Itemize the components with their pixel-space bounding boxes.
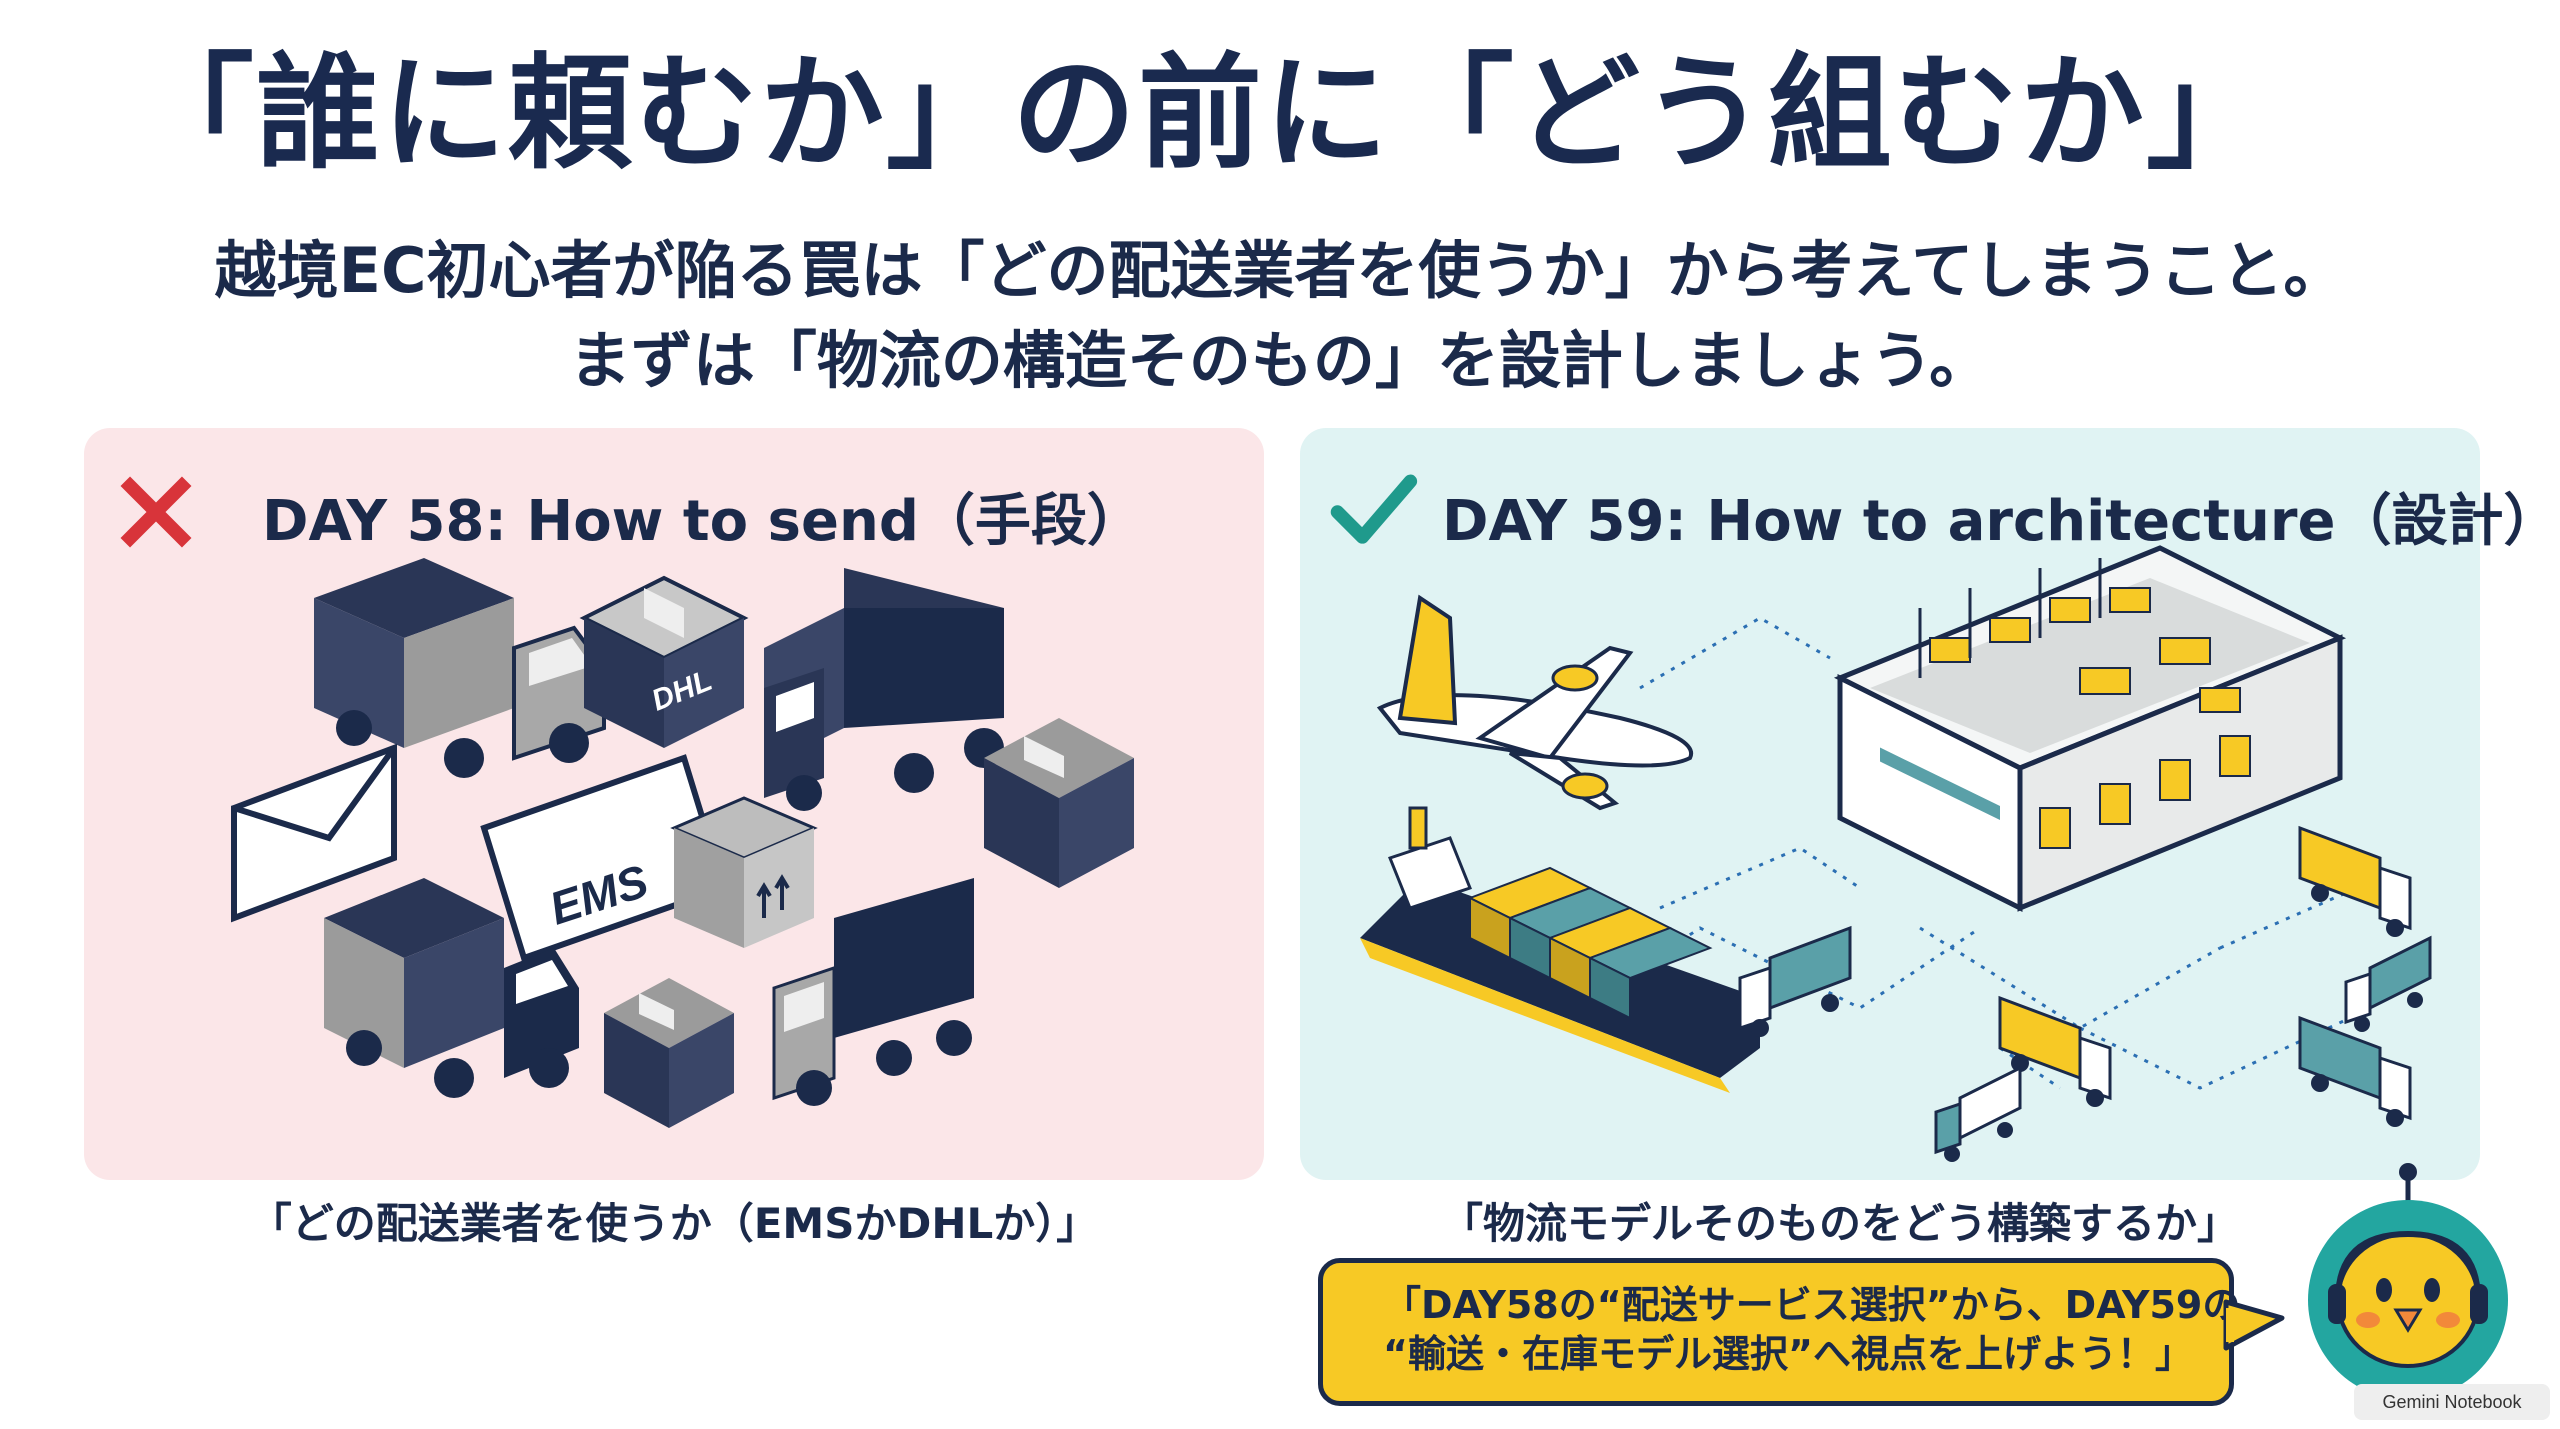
- truck-icon: [2344, 935, 2432, 1032]
- truck-icon: [2298, 825, 2412, 937]
- slide-title: 「誰に頼むか」の前に「どう組むか」: [130, 42, 2273, 186]
- package-icon: [670, 796, 818, 948]
- truck-icon: [1738, 925, 1852, 1037]
- truck-icon: [2298, 1015, 2412, 1127]
- truck-icon: [764, 568, 1004, 811]
- left-panel-header: DAY 58: How to send（手段）: [84, 458, 1264, 558]
- envelope-icon: [231, 743, 397, 923]
- ems-card-icon: EMS: [480, 754, 728, 962]
- warehouse-icon: [1833, 545, 2347, 913]
- speech-bubble: 「DAY58の“配送サービス選択”から、DAY59の “輸送・在庫モデル選択”へ…: [1318, 1258, 2241, 1406]
- right-panel-header: DAY 59: How to architecture（設計）: [1300, 458, 2559, 558]
- delivery-methods-illustration: DHL EMS: [231, 558, 1134, 1128]
- cross-icon: [120, 476, 192, 548]
- chick-mascot-icon: [2308, 1163, 2508, 1400]
- subtitle-line-1: 越境EC初心者が陥る罠は「どの配送業者を使うか」から考えてしまうこと。: [214, 234, 2346, 307]
- right-panel-caption: 「物流モデルそのものをどう構築するか」: [1440, 1199, 2239, 1248]
- truck-icon: [1934, 1065, 2022, 1162]
- bubble-line-1: 「DAY58の“配送サービス選択”から、DAY59の: [1383, 1283, 2241, 1327]
- bubble-line-2: “輸送・在庫モデル選択”へ視点を上げよう！」: [1383, 1332, 2193, 1377]
- truck-icon: [1998, 995, 2112, 1107]
- truck-icon: [772, 878, 974, 1106]
- left-panel-title: DAY 58: How to send（手段）: [262, 489, 1143, 554]
- subtitle-line-2: まずは「物流の構造そのもの」を設計しましょう。: [568, 324, 1992, 397]
- airplane-icon: [1376, 594, 1694, 811]
- logistics-architecture-illustration: [1360, 545, 2432, 1162]
- left-panel-caption: 「どの配送業者を使うか（EMSかDHLか）」: [249, 1199, 1099, 1248]
- speech-bubble-tail: [2223, 1299, 2285, 1351]
- dhl-box-icon: DHL: [579, 575, 749, 748]
- box-icon: [604, 978, 734, 1128]
- truck-icon: [324, 878, 579, 1098]
- gemini-notebook-badge: Gemini Notebook: [2354, 1384, 2550, 1420]
- box-icon: [984, 718, 1134, 888]
- right-panel: DAY 59: How to architecture（設計）: [1300, 428, 2559, 1180]
- left-panel: DAY 58: How to send（手段） DHL: [84, 428, 1264, 1180]
- truck-icon: [314, 558, 606, 778]
- right-panel-title: DAY 59: How to architecture（設計）: [1442, 489, 2560, 554]
- cargo-ship-icon: [1360, 806, 1760, 1093]
- check-icon: [1330, 474, 1418, 544]
